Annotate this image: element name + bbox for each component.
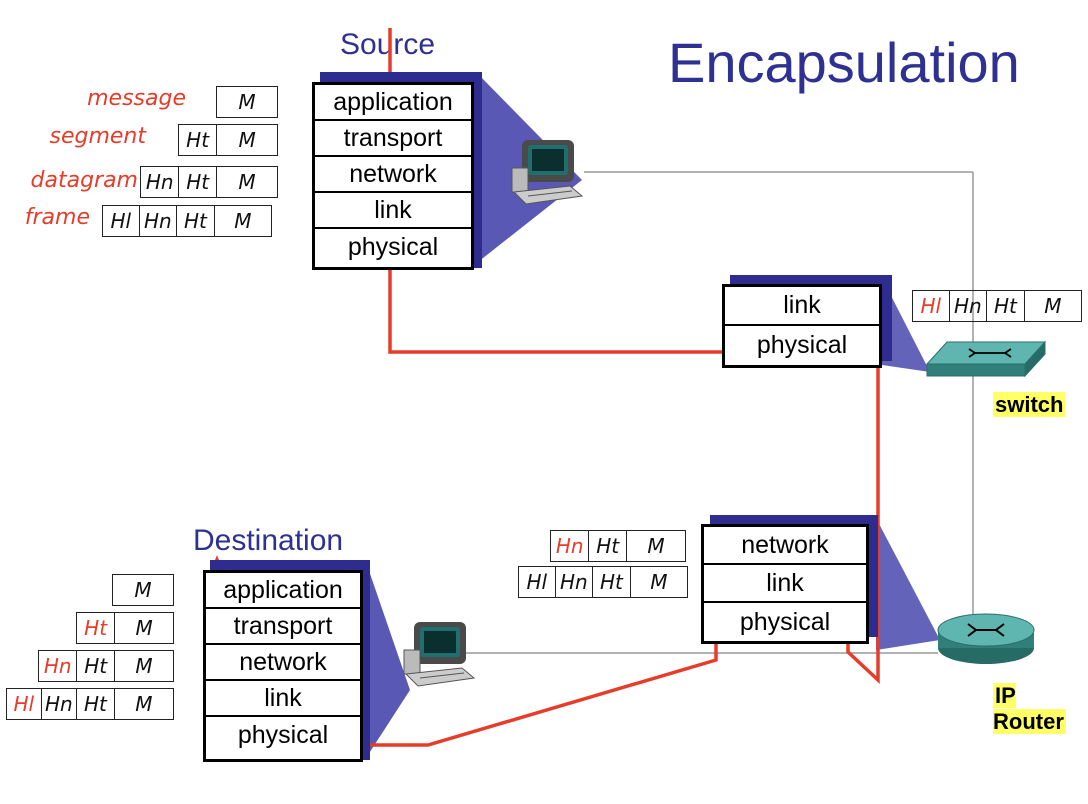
- source-layer-link: link: [315, 193, 471, 229]
- header-ht: Ht: [592, 567, 630, 597]
- header-m: M: [134, 578, 152, 602]
- source-layer-transport: transport: [315, 121, 471, 157]
- computer-icon: [403, 622, 476, 687]
- dest-layer-link: link: [206, 681, 360, 717]
- destination-host-funnel: [366, 562, 410, 758]
- router-layer-link: link: [704, 565, 866, 603]
- dest-layer-network: network: [206, 645, 360, 681]
- header-hn: Hn: [145, 170, 174, 194]
- header-ht: Ht: [178, 167, 215, 197]
- header-ht: Ht: [986, 291, 1024, 321]
- source-frame-box: Hl Hn Ht M: [102, 205, 272, 237]
- source-message-box: M: [216, 86, 278, 118]
- dest-layer-transport: transport: [206, 609, 360, 645]
- router-layer-network: network: [704, 527, 866, 565]
- computer-icon: [511, 140, 584, 205]
- dest-datagram-box: Hn Ht M: [38, 650, 174, 682]
- dest-message-box: M: [112, 574, 174, 606]
- source-layer-application: application: [315, 85, 471, 121]
- header-ht: Ht: [588, 531, 625, 561]
- header-hl: Hl: [526, 570, 548, 594]
- pdu-label-message: message: [87, 86, 186, 111]
- header-ht: Ht: [76, 689, 114, 719]
- router-frame-box: Hl Hn Ht M: [518, 566, 688, 598]
- source-layer-network: network: [315, 157, 471, 193]
- header-m: M: [113, 689, 173, 719]
- header-ht: Ht: [76, 651, 113, 681]
- dest-layer-physical: physical: [237, 720, 329, 749]
- source-datagram-box: Hn Ht M: [140, 166, 278, 198]
- header-m: M: [216, 125, 277, 155]
- header-hl: Hl: [110, 209, 132, 233]
- header-m: M: [215, 167, 277, 197]
- source-stack: application transport network link physi…: [312, 82, 474, 270]
- header-hn: Hn: [554, 567, 593, 597]
- header-m: M: [238, 90, 256, 114]
- header-hn: Hn: [138, 206, 177, 236]
- pdu-label-segment: segment: [49, 124, 147, 149]
- header-m: M: [625, 531, 685, 561]
- header-m: M: [113, 651, 173, 681]
- header-m: M: [629, 567, 687, 597]
- header-hn: Hn: [40, 689, 77, 719]
- destination-label: Destination: [193, 524, 344, 557]
- router-layer-physical: physical: [739, 607, 831, 636]
- dest-frame-box: Hl Hn Ht M: [6, 688, 174, 720]
- page-title: Encapsulation: [668, 31, 1020, 94]
- header-m: M: [114, 613, 173, 643]
- header-ht: Ht: [186, 128, 210, 152]
- switch-layer-physical: physical: [756, 331, 848, 359]
- header-ht: Ht: [84, 616, 108, 640]
- router-funnel: [876, 518, 940, 650]
- switch-funnel: [882, 278, 930, 372]
- source-layer-physical: physical: [347, 232, 439, 261]
- header-m: M: [213, 206, 271, 236]
- switch-frame-box: Hl Hn Ht M: [912, 290, 1082, 322]
- router-stack: network link physical: [701, 524, 869, 644]
- destination-stack: application transport network link physi…: [203, 570, 363, 762]
- switch-layer-link: link: [725, 287, 879, 326]
- header-hn: Hn: [43, 654, 72, 678]
- router-datagram-box: Hn Ht M: [550, 530, 686, 562]
- pdu-label-frame: frame: [24, 205, 90, 230]
- dest-segment-box: Ht M: [76, 612, 174, 644]
- dest-layer-application: application: [206, 573, 360, 609]
- header-hl: Hl: [920, 294, 942, 318]
- router-label: IP Router: [993, 683, 1066, 734]
- switch-label: switch: [993, 392, 1066, 417]
- switch-stack: link physical: [722, 284, 882, 368]
- header-m: M: [1023, 291, 1081, 321]
- source-segment-box: Ht M: [178, 124, 278, 156]
- header-ht: Ht: [176, 206, 214, 236]
- header-hl: Hl: [13, 692, 35, 716]
- pdu-label-datagram: datagram: [30, 168, 138, 193]
- source-label: Source: [340, 28, 436, 61]
- router-icon: [937, 613, 1035, 664]
- header-hn: Hn: [555, 534, 584, 558]
- header-hn: Hn: [948, 291, 987, 321]
- switch-icon: [925, 340, 1047, 378]
